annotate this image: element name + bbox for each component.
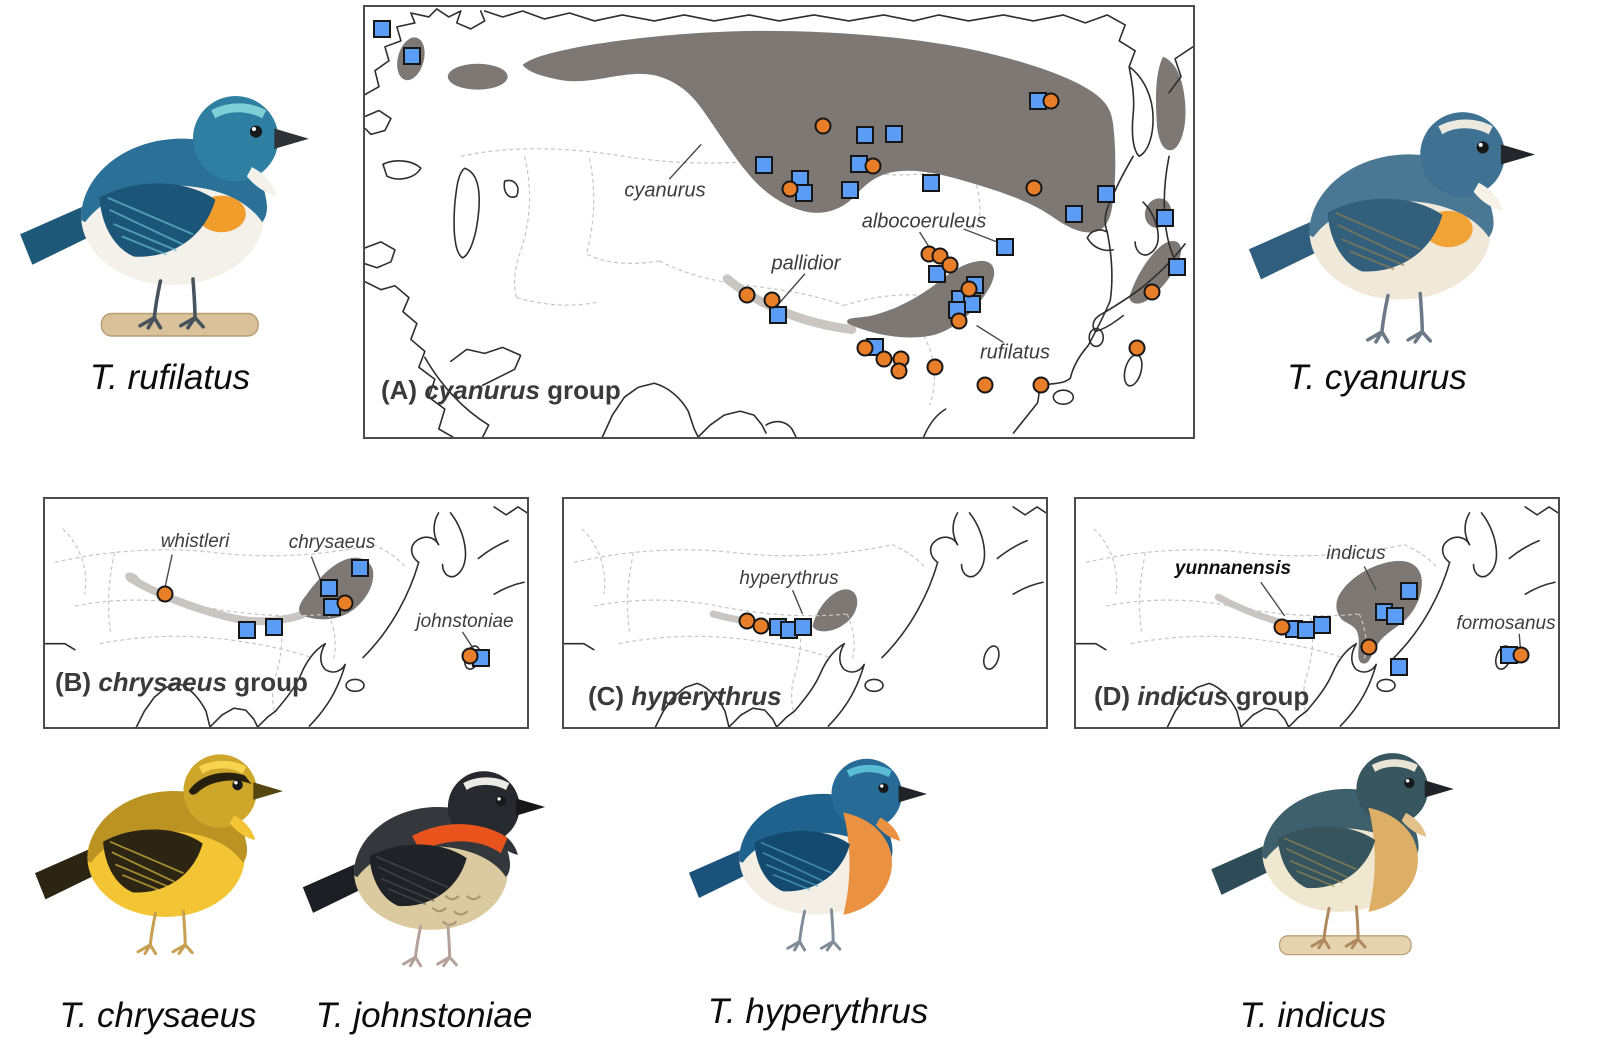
range-label-cyanurus: cyanurus xyxy=(624,179,706,202)
sample-marker-square xyxy=(841,181,859,199)
sample-marker-square xyxy=(1386,607,1404,625)
panel-b-title-prefix: (B) xyxy=(55,667,99,697)
range-label-formosanus: formosanus xyxy=(1456,613,1556,634)
panel-d-title-suffix: group xyxy=(1228,681,1310,711)
sample-marker-circle xyxy=(1273,618,1291,636)
panel-d-map: yunnanensis indicus formosanus (D) indic… xyxy=(1074,497,1560,729)
sample-marker-square xyxy=(885,125,903,143)
sample-marker-square xyxy=(922,174,940,192)
panel-a-title-name: cyanurus xyxy=(424,375,540,405)
sample-marker-square xyxy=(1390,658,1408,676)
sample-marker-square xyxy=(769,306,787,324)
panel-a-title-suffix: group xyxy=(539,375,621,405)
sample-marker-circle xyxy=(336,594,354,612)
panel-b-title: (B) chrysaeus group xyxy=(55,667,308,698)
sample-marker-square xyxy=(1156,209,1174,227)
sample-marker-square xyxy=(265,618,283,636)
caption-indicus: T. indicus xyxy=(1239,996,1387,1035)
sample-marker-circle xyxy=(875,350,893,368)
sample-marker-circle xyxy=(461,647,479,665)
sample-marker-square xyxy=(373,20,391,38)
range-label-hyperythrus: hyperythrus xyxy=(739,568,839,589)
sample-marker-circle xyxy=(960,280,978,298)
sample-marker-circle xyxy=(1512,646,1530,664)
sample-marker-circle xyxy=(1025,179,1043,197)
bird-illustration-chrysaeus xyxy=(28,732,290,964)
sample-marker-square xyxy=(1065,205,1083,223)
sample-marker-circle xyxy=(752,617,770,635)
panel-b-map: whistleri chrysaeus johnstoniae (B) chry… xyxy=(43,497,529,729)
caption-chrysaeus: T. chrysaeus xyxy=(59,996,257,1035)
panel-c-map: hyperythrus (C) hyperythrus xyxy=(562,497,1048,729)
sample-marker-square xyxy=(755,156,773,174)
sample-marker-circle xyxy=(950,312,968,330)
panel-a-title-prefix: (A) xyxy=(381,375,425,405)
sample-marker-circle xyxy=(1360,638,1378,656)
panel-d-title-prefix: (D) xyxy=(1094,681,1138,711)
sample-marker-circle xyxy=(976,376,994,394)
panel-a-title: (A) cyanurus group xyxy=(381,375,621,406)
sample-marker-square xyxy=(403,47,421,65)
sample-marker-circle xyxy=(781,180,799,198)
range-label-pallidior: pallidior xyxy=(771,252,841,275)
panel-a-map: cyanurus albocoeruleus pallidior rufilat… xyxy=(363,5,1195,439)
range-label-indicus: indicus xyxy=(1326,543,1386,564)
sample-marker-square xyxy=(856,126,874,144)
sample-marker-square xyxy=(1097,185,1115,203)
panel-c-title-prefix: (C) xyxy=(588,681,632,711)
bird-illustration-cyanurus xyxy=(1237,92,1547,354)
sample-marker-circle xyxy=(763,291,781,309)
range-label-chrysaeus: chrysaeus xyxy=(288,532,376,553)
bird-illustration-rufilatus xyxy=(12,72,317,340)
panel-a-markers xyxy=(365,7,1193,437)
range-label-yunnanensis: yunnanensis xyxy=(1174,558,1292,579)
panel-b-markers xyxy=(45,499,527,727)
sample-marker-circle xyxy=(890,362,908,380)
panel-d-title-name: indicus xyxy=(1137,681,1229,711)
panel-b-title-suffix: group xyxy=(226,667,308,697)
sample-marker-square xyxy=(794,618,812,636)
bird-illustration-hyperythrus xyxy=(658,742,958,960)
sample-marker-square xyxy=(1168,258,1186,276)
bird-illustration-indicus xyxy=(1185,736,1480,958)
bird-illustration-johnstoniae xyxy=(296,738,552,976)
panel-c-markers xyxy=(564,499,1046,727)
panel-d-title: (D) indicus group xyxy=(1094,681,1309,712)
panel-c-title-name: hyperythrus xyxy=(631,681,782,711)
sample-marker-square xyxy=(1400,582,1418,600)
sample-marker-square xyxy=(238,621,256,639)
sample-marker-square xyxy=(320,579,338,597)
sample-marker-circle xyxy=(941,256,959,274)
sample-marker-square xyxy=(928,265,946,283)
sample-marker-circle xyxy=(856,339,874,357)
sample-marker-square xyxy=(1313,616,1331,634)
caption-cyanurus: T. cyanurus xyxy=(1287,358,1467,397)
sample-marker-square xyxy=(996,238,1014,256)
range-label-albocoeruleus: albocoeruleus xyxy=(861,210,987,233)
caption-rufilatus: T. rufilatus xyxy=(89,358,251,397)
sample-marker-circle xyxy=(1032,376,1050,394)
panel-c-title: (C) hyperythrus xyxy=(588,681,782,712)
panel-d-markers xyxy=(1076,499,1558,727)
range-label-whistleri: whistleri xyxy=(160,531,230,552)
range-label-johnstoniae: johnstoniae xyxy=(416,611,514,632)
sample-marker-circle xyxy=(926,358,944,376)
range-label-rufilatus: rufilatus xyxy=(979,341,1051,364)
sample-marker-circle xyxy=(1128,339,1146,357)
sample-marker-circle xyxy=(1042,92,1060,110)
panel-b-title-name: chrysaeus xyxy=(98,667,227,697)
sample-marker-circle xyxy=(814,117,832,135)
sample-marker-circle xyxy=(738,286,756,304)
caption-hyperythrus: T. hyperythrus xyxy=(707,992,929,1031)
sample-marker-circle xyxy=(864,157,882,175)
sample-marker-circle xyxy=(156,585,174,603)
sample-marker-square xyxy=(351,559,369,577)
caption-johnstoniae: T. johnstoniae xyxy=(315,996,533,1035)
sample-marker-circle xyxy=(1143,283,1161,301)
